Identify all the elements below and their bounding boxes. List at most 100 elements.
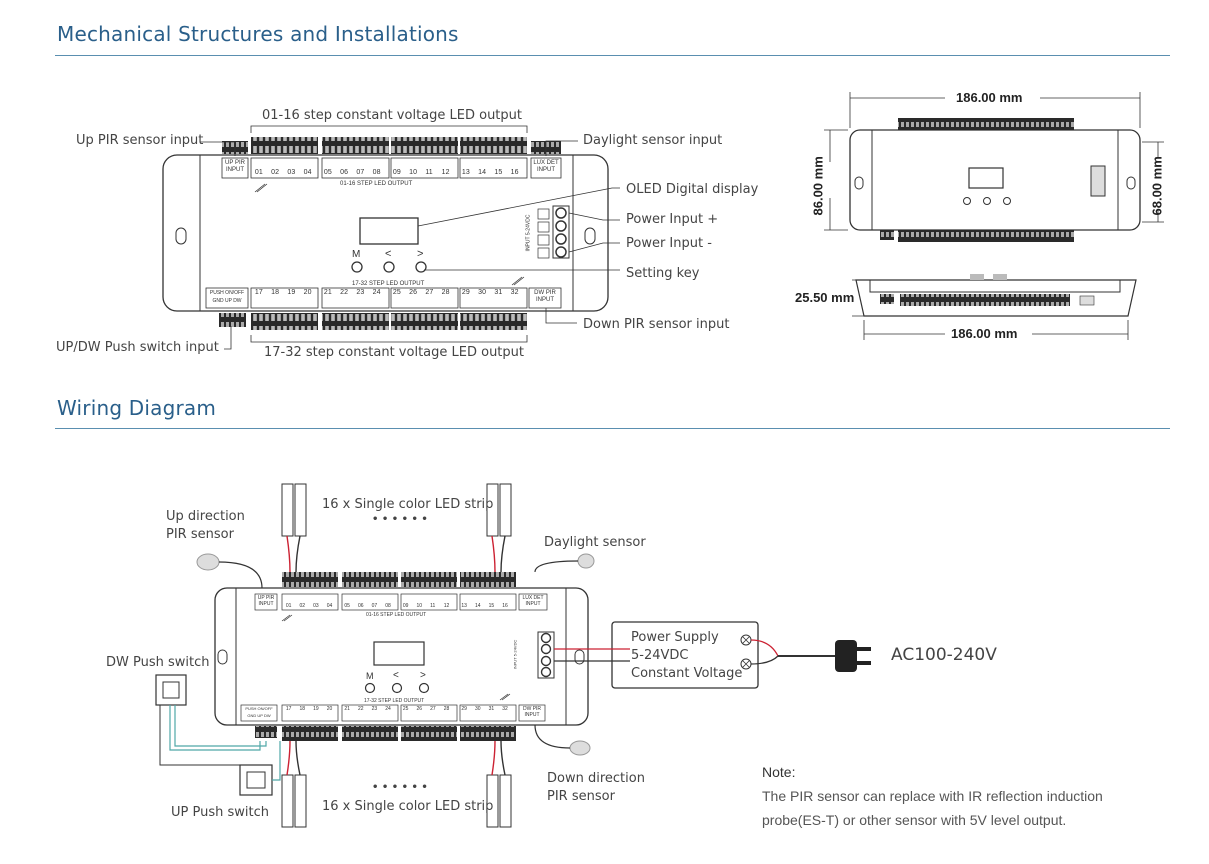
term-dw-pir: DW PIR INPUT bbox=[534, 290, 556, 303]
channel-number: 28 bbox=[443, 706, 450, 712]
channel-number: 14 bbox=[478, 169, 486, 176]
channel-number: 21 bbox=[323, 289, 332, 296]
channel-number: 21 bbox=[344, 706, 350, 712]
channel-number: 32 bbox=[502, 706, 508, 712]
mech-device bbox=[162, 137, 609, 330]
channel-number: 31 bbox=[494, 289, 503, 296]
label-down-direction: Down direction bbox=[547, 771, 645, 786]
channel-number: 02 bbox=[299, 603, 305, 609]
channel-number: 19 bbox=[313, 706, 319, 712]
mech-button-left: < bbox=[385, 248, 392, 260]
section-rule-mechanical bbox=[55, 55, 1170, 56]
channel-number: 28 bbox=[441, 289, 450, 296]
label-up-switch: UP Push switch bbox=[171, 805, 269, 820]
channel-number: 29 bbox=[461, 706, 467, 712]
label-daylight: Daylight sensor input bbox=[583, 133, 723, 148]
label-strip-bottom: 16 x Single color LED strip bbox=[322, 799, 494, 814]
side-view-drawing bbox=[852, 274, 1137, 340]
label-up-direction: Up direction bbox=[166, 509, 245, 524]
note-body: The PIR sensor can replace with IR refle… bbox=[762, 788, 1103, 828]
term-up-pir: UP PIR INPUT bbox=[225, 160, 245, 173]
channel-number: 01 bbox=[285, 603, 292, 609]
label-ps-2: 5-24VDC bbox=[631, 648, 689, 663]
channel-number: 23 bbox=[356, 289, 365, 296]
channel-number: 16 bbox=[510, 169, 519, 176]
channel-number: 15 bbox=[494, 169, 503, 176]
note-title: Note: bbox=[762, 764, 796, 780]
channel-number: 25 bbox=[402, 706, 409, 712]
channel-number: 24 bbox=[372, 289, 381, 296]
channel-number: 17 bbox=[254, 289, 263, 296]
channel-number: 05 bbox=[344, 603, 350, 609]
mech-bottom-output-label: 17-32 STEP LED OUTPUT bbox=[352, 281, 425, 287]
label-strip-top: 16 x Single color LED strip bbox=[322, 497, 494, 512]
label-output-bottom: 17-32 step constant voltage LED output bbox=[264, 345, 524, 360]
channel-number: 10 bbox=[409, 169, 417, 176]
top-view-drawing bbox=[824, 92, 1164, 242]
section-title-mechanical: Mechanical Structures and Installations bbox=[57, 22, 459, 46]
channel-number: 27 bbox=[430, 706, 436, 712]
channel-number: 07 bbox=[371, 603, 378, 609]
mech-button-m: M bbox=[352, 249, 361, 260]
dim-width-side: 186.00 mm bbox=[951, 326, 1018, 341]
label-power-minus: Power Input - bbox=[626, 236, 712, 251]
channel-number: 26 bbox=[416, 706, 422, 712]
w-term-dw-pir: DW PIR INPUT bbox=[522, 706, 542, 718]
label-setting: Setting key bbox=[626, 266, 700, 281]
label-ps-1: Power Supply bbox=[631, 630, 719, 645]
label-up-pir-sensor: PIR sensor bbox=[166, 527, 234, 542]
label-dots-top: • • • • • • bbox=[372, 514, 428, 525]
dim-height-left: 86.00 mm bbox=[810, 156, 826, 216]
channel-number: 32 bbox=[510, 289, 519, 296]
mech-top-output-label: 01-16 STEP LED OUTPUT bbox=[340, 181, 413, 187]
label-up-pir: Up PIR sensor input bbox=[76, 133, 204, 148]
channel-number: 29 bbox=[461, 289, 470, 296]
section-rule-wiring bbox=[55, 428, 1170, 429]
label-down-pir: Down PIR sensor input bbox=[583, 317, 730, 332]
channel-number: 11 bbox=[430, 603, 436, 609]
channel-number: 01 bbox=[254, 169, 263, 176]
channel-number: 09 bbox=[392, 169, 401, 176]
led-strip-wires bbox=[286, 535, 506, 776]
w-top-output-label: 01-16 STEP LED OUTPUT bbox=[366, 612, 427, 618]
w-term-push: PUSH ON/OFF bbox=[245, 706, 273, 711]
channel-number: 07 bbox=[356, 169, 365, 176]
channel-number: 11 bbox=[425, 169, 433, 176]
channel-number: 04 bbox=[326, 603, 333, 609]
channel-number: 08 bbox=[372, 169, 381, 176]
mech-button-right: > bbox=[417, 248, 424, 260]
label-power-plus: Power Input + bbox=[626, 212, 719, 227]
channel-number: 30 bbox=[478, 289, 486, 296]
label-ps-3: Constant Voltage bbox=[631, 666, 743, 681]
channel-number: 06 bbox=[357, 603, 364, 609]
channel-number: 16 bbox=[502, 603, 508, 609]
channel-number: 04 bbox=[303, 169, 312, 176]
dim-height-right: 68.00 mm bbox=[1149, 156, 1165, 216]
channel-number: 17 bbox=[285, 706, 292, 712]
mech-leaders bbox=[200, 125, 620, 350]
channel-number: 14 bbox=[474, 603, 481, 609]
label-daylight-sensor: Daylight sensor bbox=[544, 535, 646, 550]
label-output-top: 01-16 step constant voltage LED output bbox=[262, 108, 522, 123]
w-button-m: M bbox=[366, 671, 374, 681]
channel-number: 19 bbox=[287, 289, 296, 296]
power-supply bbox=[554, 621, 871, 689]
led-strips bbox=[281, 483, 512, 828]
w-term-lux-det: LUX DET INPUT bbox=[522, 595, 544, 607]
w-button-right: > bbox=[420, 670, 426, 681]
channel-number: 22 bbox=[340, 289, 348, 296]
term-push-pins: GND UP DW bbox=[212, 298, 242, 304]
channel-number: 09 bbox=[402, 603, 409, 609]
label-dots-bottom: • • • • • • bbox=[372, 782, 428, 793]
label-dw-switch: DW Push switch bbox=[106, 655, 210, 670]
channel-number: 08 bbox=[385, 603, 391, 609]
channel-number: 02 bbox=[271, 169, 279, 176]
label-ac: AC100-240V bbox=[891, 645, 997, 665]
label-push-switch: UP/DW Push switch input bbox=[56, 340, 219, 355]
channel-number: 13 bbox=[461, 603, 467, 609]
channel-number: 27 bbox=[425, 289, 434, 296]
channel-number: 12 bbox=[443, 603, 450, 609]
